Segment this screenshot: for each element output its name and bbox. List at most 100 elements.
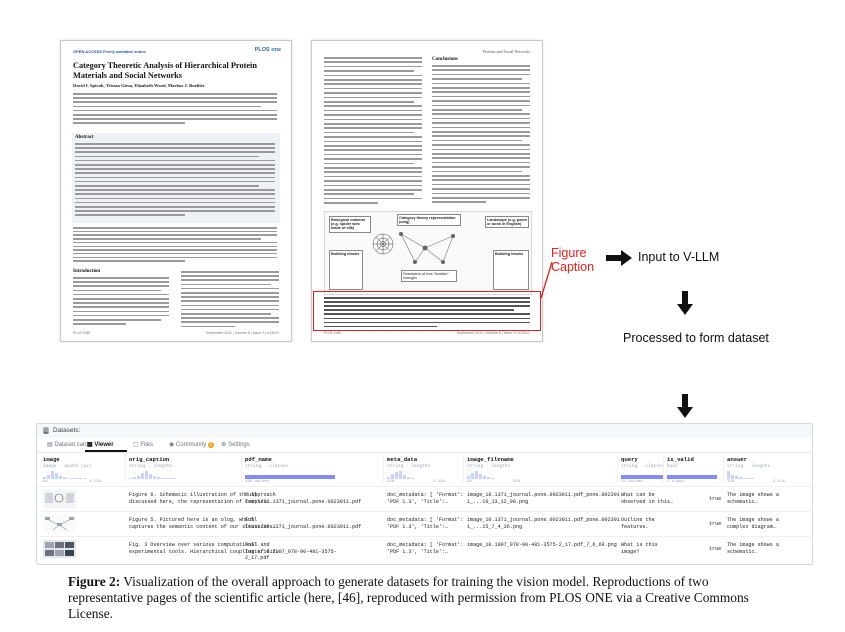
column-header-answer[interactable]: answer — [727, 456, 748, 463]
range-max: 203 — [513, 480, 521, 484]
column-header-meta-data[interactable]: meta_data — [387, 456, 418, 463]
column-header-orig-caption[interactable]: orig_caption — [129, 456, 170, 463]
histogram-bar — [479, 474, 482, 479]
table-row[interactable]: Figure 5. Pictured here is an olog, whic… — [37, 511, 812, 536]
range-min: 15 values — [621, 480, 643, 484]
cell-pdf-name[interactable]: Full Texts/10.1007_978-90-481-3575- 2_17… — [245, 542, 337, 562]
text-line — [432, 170, 523, 173]
table-row[interactable]: Fig. 3 Overview over various computation… — [37, 536, 812, 561]
column-separator — [617, 454, 618, 483]
text-line — [324, 123, 422, 125]
cell-answer[interactable]: The image shows a schematic… — [727, 492, 779, 505]
text-line — [75, 210, 275, 212]
column-header-pdf-name[interactable]: pdf_name — [245, 456, 272, 463]
cell-orig-caption[interactable]: Fig. 3 Overview over various computation… — [129, 542, 279, 555]
node-category-theory: Category theory representation (olog) — [397, 214, 461, 227]
row-image-thumbnail[interactable] — [43, 490, 76, 508]
tab-files[interactable]: ▢ Files — [133, 441, 153, 448]
cell-image-filename[interactable]: image_10.1371_journal.pone.0023911.pdf_p… — [467, 517, 620, 530]
histogram-bar — [145, 471, 148, 479]
node-function: Description of how "function" emerges — [401, 270, 457, 283]
text-line — [324, 70, 415, 72]
cell-pdf-name[interactable]: Full Texts/10.1371_journal.pone.0023911.… — [245, 517, 362, 530]
column-type: string · classes — [245, 464, 289, 469]
row-image-thumbnail[interactable] — [43, 540, 76, 558]
text-line — [324, 149, 422, 151]
text-line — [324, 189, 422, 191]
tab-viewer[interactable]: ▦ Viewer — [87, 441, 114, 448]
text-line — [324, 96, 422, 99]
cell-orig-caption[interactable]: Figure 5. Pictured here is an olog, whic… — [129, 517, 276, 530]
node-building-blocks-right: Building blocks — [493, 250, 529, 290]
range-min: 26 — [467, 480, 472, 484]
cell-is-valid[interactable]: true — [709, 546, 722, 552]
table-row[interactable]: Figure 6. Schematic illustration of the … — [37, 486, 812, 511]
cell-image-filename[interactable]: image_10.1371_journal.pone.0023911.pdf_p… — [467, 492, 620, 505]
text-line — [73, 323, 126, 325]
text-line — [181, 296, 279, 298]
text-line — [181, 308, 279, 311]
column-header-image-filename[interactable]: image_filename — [467, 456, 514, 463]
column-type: string · lengths — [727, 464, 771, 469]
cell-query[interactable]: What can be observed in this… — [621, 492, 673, 505]
cell-meta-data[interactable]: doc_metadata: [ 'Format': 'PDF 1.3', 'Ti… — [387, 542, 464, 555]
cell-meta-data[interactable]: doc_metadata: [ 'Format': 'PDF 1.3', 'Ti… — [387, 492, 464, 505]
histogram-bar — [79, 478, 82, 479]
cell-orig-caption[interactable]: Figure 6. Schematic illustration of the … — [129, 492, 276, 505]
plos-logo: PLOS one — [254, 47, 281, 53]
histogram-bar — [165, 478, 168, 479]
cell-meta-data[interactable]: doc_metadata: [ 'Format': 'PDF 1.3', 'Ti… — [387, 517, 464, 530]
column-type: image · width (px) — [43, 464, 92, 469]
cell-answer[interactable]: The image shows a schematic. — [727, 542, 779, 555]
cell-pdf-name[interactable]: Full Texts/10.1371_journal.pone.0023911.… — [245, 492, 362, 505]
cell-image-filename[interactable]: image_10.1007_978-90-481-3575-2_17.pdf_7… — [467, 542, 617, 548]
community-icon: ◉ — [169, 442, 175, 448]
text-line — [181, 287, 279, 290]
text-line — [432, 161, 530, 164]
down-arrow-icon — [677, 291, 693, 315]
text-line — [73, 238, 261, 240]
text-line — [324, 162, 415, 165]
cell-is-valid[interactable]: true — [709, 521, 722, 527]
histogram-bar — [129, 478, 132, 479]
cell-answer[interactable]: The image shows a complex diagram… — [727, 517, 779, 530]
histogram-bar — [727, 471, 730, 479]
range-max: 4.73k — [89, 480, 102, 484]
cell-query[interactable]: What is this image? — [621, 542, 658, 555]
bool-bar — [667, 475, 717, 479]
row-image-thumbnail[interactable] — [43, 515, 76, 533]
dataset-card-icon: ▤ — [47, 442, 53, 448]
figure-2-caption: Figure 2: Visualization of the overall a… — [68, 574, 784, 622]
text-line — [73, 105, 261, 108]
tab-dataset-card[interactable]: ▤ Dataset card — [47, 441, 88, 448]
column-header-image[interactable]: image — [43, 456, 60, 463]
text-line — [73, 302, 169, 304]
text-line — [324, 114, 422, 116]
text-line — [181, 304, 279, 307]
text-line — [432, 183, 530, 186]
text-line — [181, 283, 272, 286]
text-line — [324, 193, 415, 195]
text-line — [75, 176, 275, 179]
column-separator — [463, 454, 464, 483]
footer-issue: September 2011 | Volume 6 | Issue 9 | e2… — [205, 331, 279, 335]
histogram-bar — [399, 471, 402, 479]
column-header-is-valid[interactable]: is_valid — [667, 456, 694, 463]
text-line — [324, 305, 530, 307]
tab-community[interactable]: ◉ Community 2 — [169, 441, 214, 448]
text-line — [324, 171, 422, 173]
cell-is-valid[interactable]: true — [709, 496, 722, 502]
text-line — [324, 309, 514, 311]
text-line — [432, 197, 530, 199]
cell-query[interactable]: Outline the features. — [621, 517, 655, 530]
text-line — [432, 95, 530, 98]
column-header-query[interactable]: query — [621, 456, 638, 463]
histogram-bar — [47, 475, 50, 479]
text-line — [181, 271, 279, 273]
tab-settings[interactable]: ⚙ Settings — [221, 441, 250, 448]
text-line — [324, 301, 530, 303]
viewer-header: Datasets: — [37, 424, 812, 438]
figure-schematic: Biological material (e.g. spider web mad… — [324, 211, 532, 295]
histogram-bar — [59, 476, 62, 479]
caption-highlight-box — [313, 291, 541, 331]
